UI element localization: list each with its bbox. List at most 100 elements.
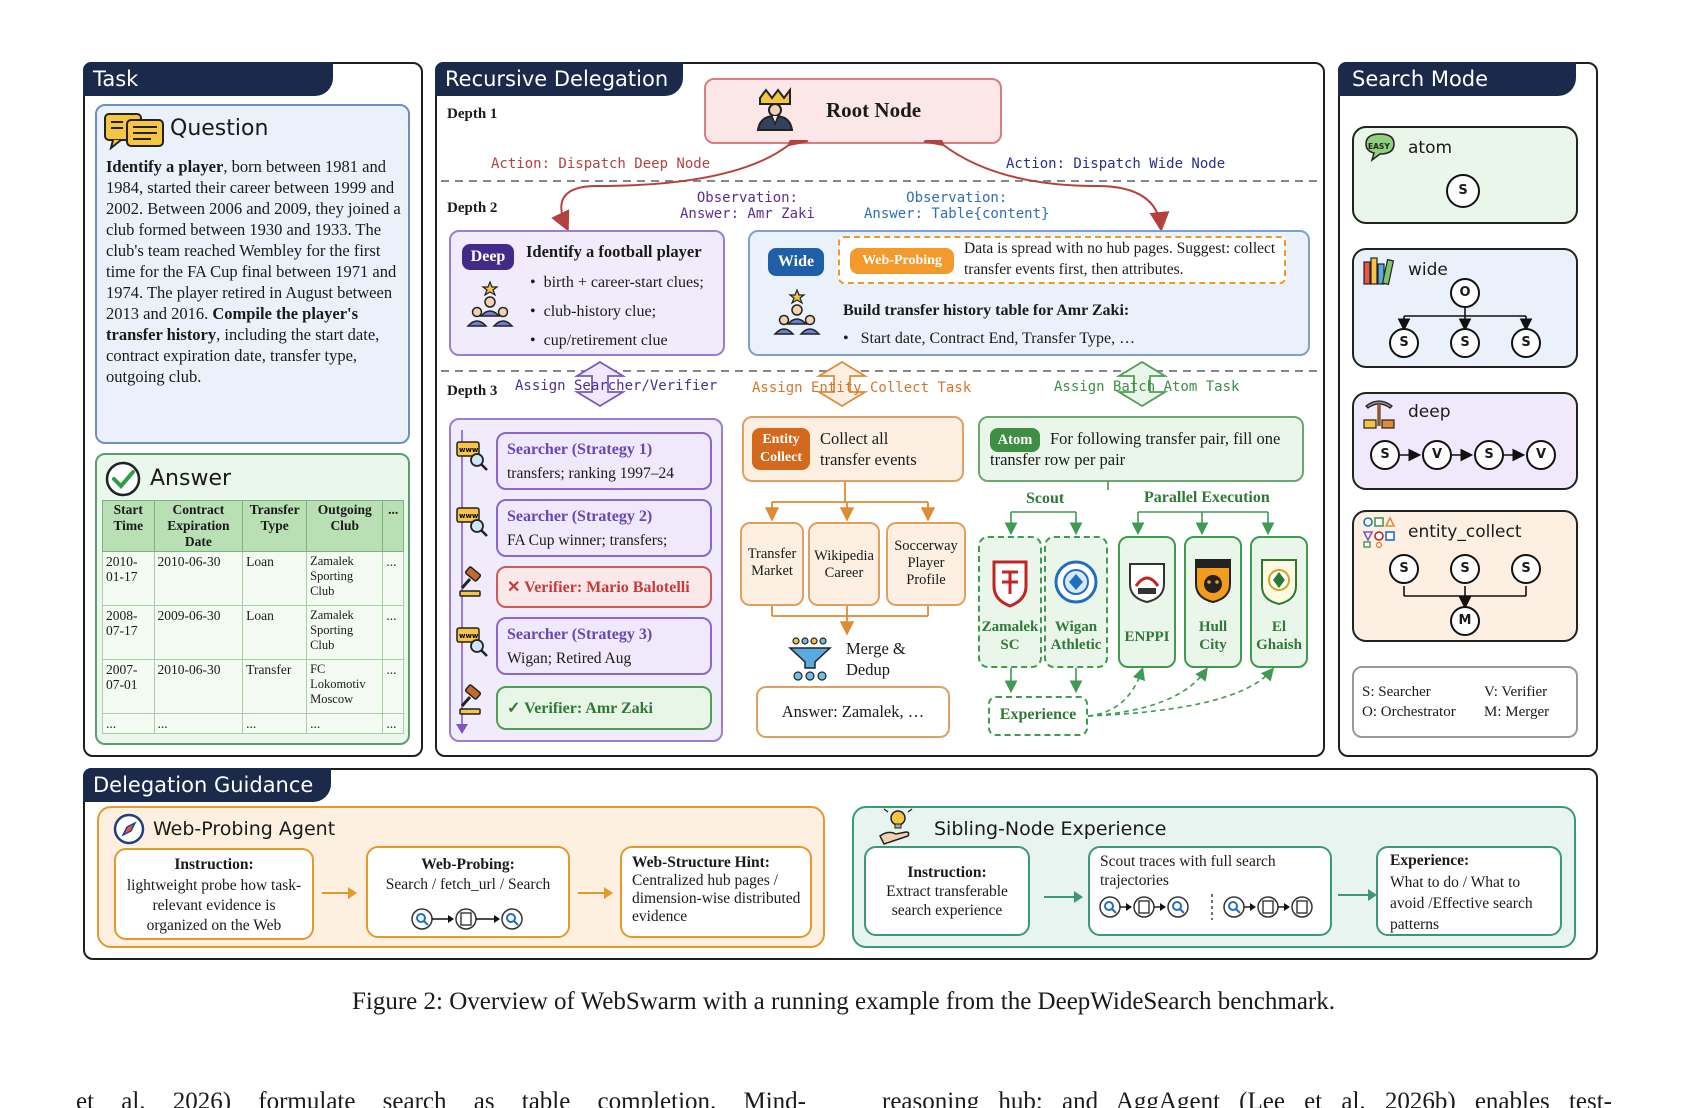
source-transfer-market[interactable] bbox=[740, 522, 804, 606]
searcher-card-3[interactable] bbox=[496, 617, 712, 675]
depth-1-label: Depth 1 bbox=[447, 106, 498, 122]
table-cell: Transfer bbox=[242, 659, 308, 714]
source-wikipedia-label: Wikipedia Career bbox=[814, 548, 874, 581]
answer-table: Start Time Contract Expiration Date Tran… bbox=[102, 500, 404, 734]
table-cell: Loan bbox=[242, 605, 308, 660]
question-text-1: , born between 1981 and 1984, started th… bbox=[106, 157, 401, 323]
action-deep-label: Action: Dispatch Deep Node bbox=[491, 156, 711, 172]
table-cell: FC Lokomotiv Moscow bbox=[306, 659, 384, 714]
parallel-label: Parallel Execution bbox=[1144, 489, 1270, 506]
table-row: 2010-01-17 2010-06-30 Loan Zamalek Sport… bbox=[102, 551, 404, 606]
mode-wide-label: wide bbox=[1408, 260, 1448, 280]
check-circle-icon bbox=[105, 461, 141, 497]
funnel-icon bbox=[788, 637, 832, 681]
table-cell: 2010-06-30 bbox=[153, 551, 244, 606]
sn-scout-box bbox=[1088, 846, 1332, 936]
entity-collect-pill-line-2: Collect bbox=[760, 450, 802, 465]
table-cell: 2008-07-17 bbox=[102, 605, 155, 660]
body-text-right: reasoning hub; and AggAgent (Lee et al. … bbox=[882, 1088, 1612, 1108]
mode-entity-searcher-node: S bbox=[1450, 554, 1480, 584]
source-soccerway[interactable] bbox=[886, 522, 966, 606]
wide-tree bbox=[1397, 308, 1533, 332]
legend-merger: M: Merger bbox=[1484, 704, 1550, 720]
mode-deep-searcher-node: S bbox=[1370, 440, 1400, 470]
deep-item: • club-history clue; bbox=[530, 303, 657, 320]
team-icon bbox=[773, 288, 821, 335]
mode-entity-searcher-node: S bbox=[1511, 554, 1541, 584]
sn-instruction-box bbox=[864, 846, 1030, 936]
entity-collect-tree bbox=[1403, 586, 1527, 610]
answer-header-club: Outgoing Club bbox=[306, 500, 384, 552]
sn-instruction-title: Instruction: bbox=[907, 864, 987, 881]
idea-hand-icon bbox=[879, 808, 913, 845]
pickaxe-icon bbox=[1363, 400, 1395, 429]
wp-hint-box bbox=[620, 846, 812, 938]
sn-experience-title: Experience: bbox=[1390, 852, 1470, 869]
verifier-card-rejected[interactable] bbox=[496, 566, 712, 608]
searcher-2-text: FA Cup winner; transfers; bbox=[507, 532, 668, 549]
depth-2-label: Depth 2 bbox=[447, 200, 498, 216]
wp-instruction-title: Instruction: bbox=[174, 856, 254, 873]
table-cell: 2010-01-17 bbox=[102, 551, 155, 606]
table-cell: ... bbox=[306, 713, 384, 734]
table-cell: ... bbox=[382, 713, 404, 734]
svg-text:www: www bbox=[459, 632, 479, 640]
easy-badge-icon bbox=[1365, 133, 1395, 162]
question-text-2: , including the start date, contract exp… bbox=[106, 325, 380, 386]
guidance-arrow-3 bbox=[1044, 891, 1083, 903]
entity-collect-text: Collect all transfer events bbox=[820, 429, 917, 469]
answer-header-type: Transfer Type bbox=[242, 500, 308, 552]
wide-title: Build transfer history table for Amr Zak… bbox=[843, 302, 1130, 319]
mode-entity-searcher-node: S bbox=[1389, 554, 1419, 584]
searcher-card-2[interactable] bbox=[496, 499, 712, 557]
question-bold-2: Compile the player's transfer history bbox=[106, 304, 359, 344]
svg-text:www: www bbox=[459, 512, 479, 520]
body-text-left: et al. 2026) formulate search as table c… bbox=[76, 1088, 806, 1108]
wp-instruction-text: lightweight probe how task-relevant evid… bbox=[126, 877, 302, 934]
table-cell: 2007-07-01 bbox=[102, 659, 155, 714]
question-bold-1: Identify a player bbox=[106, 157, 224, 176]
mode-atom-searcher-node: S bbox=[1446, 174, 1480, 208]
club-wigan-label: Wigan Athletic bbox=[1050, 619, 1102, 653]
table-row: ... ... ... ... ... bbox=[102, 713, 404, 734]
observation-wide-line-1: Observation: bbox=[906, 190, 1008, 206]
answer-header-more: ... bbox=[382, 500, 404, 552]
mode-entity-collect-label: entity_collect bbox=[1408, 522, 1522, 542]
searcher-3-text: Wigan; Retired Aug bbox=[507, 650, 632, 667]
search-mode-tab: Search Mode bbox=[1338, 62, 1576, 96]
source-wikipedia[interactable] bbox=[808, 522, 880, 606]
hull-crest-icon bbox=[1195, 559, 1231, 604]
books-icon bbox=[1363, 257, 1395, 286]
table-cell: ... bbox=[382, 659, 404, 714]
mode-entity-merger-node: M bbox=[1450, 606, 1480, 636]
team-icon bbox=[466, 280, 514, 327]
observation-wide-label: Observation: Answer: Table{content} bbox=[864, 190, 1049, 222]
gavel-icon bbox=[459, 566, 482, 597]
experience-label: Experience bbox=[999, 706, 1077, 723]
assign-ec-label: Assign Entity Collect Task bbox=[752, 380, 972, 396]
sibling-node-experience-title: Sibling-Node Experience bbox=[934, 818, 1167, 840]
entity-collect-answer bbox=[756, 686, 950, 738]
web-probing-agent-title: Web-Probing Agent bbox=[153, 818, 336, 840]
entity-collect-answer-label: Answer: Zamalek, … bbox=[781, 702, 925, 721]
searcher-card-1[interactable] bbox=[496, 432, 712, 490]
scout-trace-chain bbox=[1099, 894, 1313, 920]
easy-badge-label: EASY bbox=[1368, 142, 1390, 151]
entity-collect-pill: Entity Collect bbox=[752, 428, 810, 470]
deep-item: • cup/retirement clue bbox=[530, 332, 668, 349]
answer-title: Answer bbox=[150, 466, 232, 491]
table-cell: ... bbox=[242, 713, 308, 734]
web-search-icon: www bbox=[456, 627, 488, 657]
root-node[interactable] bbox=[704, 78, 1002, 144]
mode-wide-searcher-node: S bbox=[1511, 328, 1541, 358]
answer-header-start: Start Time bbox=[102, 500, 155, 552]
verifier-card-accepted[interactable] bbox=[496, 686, 712, 730]
sn-scout-text: Scout traces with full search trajectori… bbox=[1100, 853, 1276, 889]
root-node-label: Root Node bbox=[826, 98, 922, 122]
webprobe-pill: Web-Probing bbox=[850, 248, 954, 274]
table-row: 2007-07-01 2010-06-30 Transfer FC Lokomo… bbox=[102, 659, 404, 714]
searcher-1-title: Searcher (Strategy 1) bbox=[507, 441, 653, 458]
guidance-arrow-1 bbox=[322, 887, 357, 899]
deep-chain bbox=[1400, 448, 1526, 462]
club-hull-label: Hull City bbox=[1198, 619, 1228, 653]
